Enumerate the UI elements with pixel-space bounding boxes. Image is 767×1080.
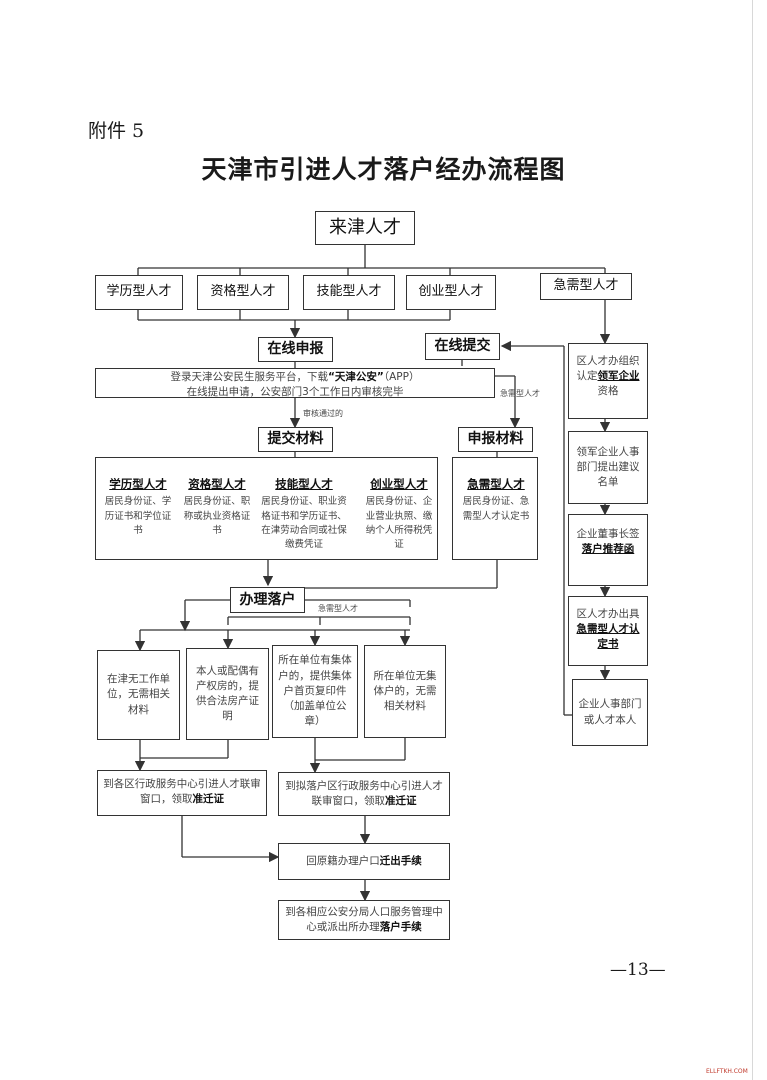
material-title-qualification: 资格型人才 xyxy=(188,477,246,491)
final-box: 到各相应公安分局人口服务管理中心或派出所办理落户手续 xyxy=(278,900,450,940)
step-report-materials: 申报材料 xyxy=(458,427,533,452)
case-no-employer: 在津无工作单位，无需相关材料 xyxy=(97,650,180,740)
material-text-education: 居民身份证、学历证书和学位证书 xyxy=(104,496,172,536)
online-description: 登录天津公安民生服务平台，下载“天津公安”（APP） 在线提出申请，公安部门3个… xyxy=(95,368,495,398)
material-title-education: 学历型人才 xyxy=(109,477,167,491)
online-app-name: “天津公安” xyxy=(328,371,384,383)
center-left-text: 到各区行政服务中心引进人才联审窗口，领取 xyxy=(103,778,261,806)
right-step-3-pre: 企业董事长签 xyxy=(576,528,640,540)
material-title-entrepreneur: 创业型人才 xyxy=(370,477,428,491)
page-edge xyxy=(752,0,753,1080)
right-step-1-bold: 领军企业 xyxy=(597,370,640,383)
type-box-qualification: 资格型人才 xyxy=(197,275,289,310)
start-box-talent: 来津人才 xyxy=(315,211,415,245)
type-box-entrepreneur: 创业型人才 xyxy=(406,275,496,310)
material-col-entrepreneur: 创业型人才 居民身份证、企业营业执照、缴纳个人所得税凭证 xyxy=(363,476,435,552)
center-right-bold: 准迁证 xyxy=(385,795,417,808)
urgent-material-box: 急需型人才 居民身份证、急需型人才认定书 xyxy=(452,457,538,560)
right-step-4-bold: 急需型人才认定书 xyxy=(576,623,640,651)
right-step-3: 企业董事长签落户推荐函 xyxy=(568,514,648,586)
type-box-skill: 技能型人才 xyxy=(303,275,395,310)
material-col-urgent: 急需型人才 居民身份证、急需型人才认定书 xyxy=(459,476,533,524)
page-title: 天津市引进人才落户经办流程图 xyxy=(201,155,566,184)
right-step-5: 企业人事部门或人才本人 xyxy=(572,679,648,746)
type-box-urgent: 急需型人才 xyxy=(540,273,632,300)
center-left-bold: 准迁证 xyxy=(192,793,225,806)
right-step-4-pre: 区人才办出具 xyxy=(576,608,640,620)
page-number: —13— xyxy=(610,960,666,980)
online-app-suffix: （APP） xyxy=(383,371,420,383)
center-right-text: 到拟落户区行政服务中心引进人才联审窗口，领取 xyxy=(285,780,443,808)
step-handle-settle: 办理落户 xyxy=(230,587,305,613)
type-box-education: 学历型人才 xyxy=(95,275,183,310)
center-right-box: 到拟落户区行政服务中心引进人才联审窗口，领取准迁证 xyxy=(278,772,450,816)
material-col-skill: 技能型人才 居民身份证、职业资格证书和学历证书、在津劳动合同或社保缴费凭证 xyxy=(259,476,349,552)
step-online-submit: 在线提交 xyxy=(425,333,500,360)
online-desc-line1: 登录天津公安民生服务平台，下载 xyxy=(170,371,329,383)
material-col-qualification: 资格型人才 居民身份证、职称或执业资格证书 xyxy=(182,476,252,538)
final-bold: 落户手续 xyxy=(379,921,422,934)
origin-text: 回原籍办理户口 xyxy=(306,854,380,867)
material-text-urgent: 居民身份证、急需型人才认定书 xyxy=(462,496,530,522)
case-own-property: 本人或配偶有产权房的，提供合法房产证明 xyxy=(186,648,269,740)
center-left-box: 到各区行政服务中心引进人才联审窗口，领取准迁证 xyxy=(97,770,267,816)
final-text: 到各相应公安分局人口服务管理中心或派出所办理 xyxy=(285,906,443,934)
right-step-1-pre: 区人才办组织认定 xyxy=(576,355,640,383)
right-step-2: 领军企业人事部门提出建议名单 xyxy=(568,431,648,504)
attachment-label: 附件 5 xyxy=(88,120,145,142)
online-desc-line2: 在线提出申请，公安部门3个工作日内审核完毕 xyxy=(186,385,404,398)
material-text-qualification: 居民身份证、职称或执业资格证书 xyxy=(183,496,251,536)
watermark: ELLFTKH.COM xyxy=(706,1068,748,1075)
material-text-skill: 居民身份证、职业资格证书和学历证书、在津劳动合同或社保缴费凭证 xyxy=(261,496,347,550)
case-collective-household: 所在单位有集体户的，提供集体户首页复印件（加盖单位公章） xyxy=(272,645,358,738)
right-step-1: 区人才办组织认定领军企业资格 xyxy=(568,343,648,419)
material-title-urgent: 急需型人才 xyxy=(467,477,525,491)
origin-bold: 迁出手续 xyxy=(379,854,422,867)
material-title-skill: 技能型人才 xyxy=(275,477,333,491)
materials-box: 学历型人才 居民身份证、学历证书和学位证书 资格型人才 居民身份证、职称或执业资… xyxy=(95,457,438,560)
material-col-education: 学历型人才 居民身份证、学历证书和学位证书 xyxy=(102,476,174,538)
case-no-collective-household: 所在单位无集体户的，无需相关材料 xyxy=(364,645,446,738)
right-step-3-bold: 落户推荐函 xyxy=(581,543,635,556)
right-step-4: 区人才办出具急需型人才认定书 xyxy=(568,596,648,666)
right-step-1-post: 资格 xyxy=(597,385,619,398)
label-review-passed: 审核通过的 xyxy=(303,409,343,418)
origin-box: 回原籍办理户口迁出手续 xyxy=(278,843,450,880)
step-online-apply: 在线申报 xyxy=(258,337,333,362)
label-urgent-branch-2: 急需型人才 xyxy=(318,604,358,613)
step-submit-materials: 提交材料 xyxy=(258,427,333,452)
label-urgent-branch: 急需型人才 xyxy=(500,389,540,398)
material-text-entrepreneur: 居民身份证、企业营业执照、缴纳个人所得税凭证 xyxy=(365,496,433,550)
